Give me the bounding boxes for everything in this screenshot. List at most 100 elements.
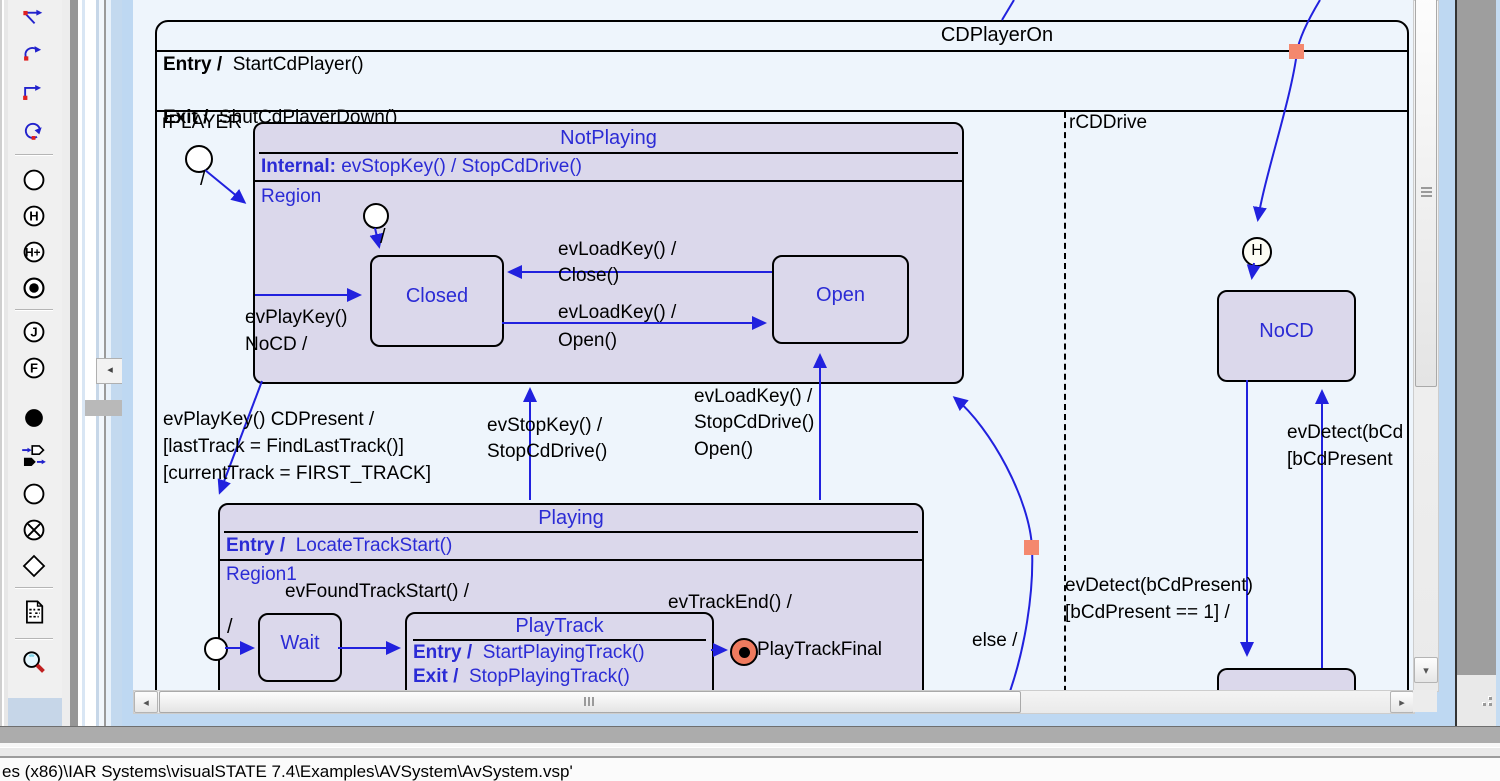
horizontal-scroll-thumb[interactable]: [159, 691, 1021, 713]
transition-tool-icon[interactable]: [16, 5, 52, 37]
entry-keyword: Entry /: [226, 535, 286, 556]
state-nocd[interactable]: NoCD: [1217, 290, 1356, 382]
toolbar-separator: [15, 638, 53, 640]
transition-label[interactable]: evLoadKey() /: [694, 386, 813, 407]
transition-label[interactable]: evDetect(bCdPresent): [1065, 575, 1253, 596]
transition-label[interactable]: Open(): [558, 330, 618, 351]
initial-state-tool-icon[interactable]: [16, 164, 52, 196]
terminate-state-tool-icon[interactable]: [16, 514, 52, 546]
orthogonal-transition-tool-icon[interactable]: [16, 79, 52, 111]
state-title: NoCD: [1259, 320, 1314, 342]
state-closed[interactable]: Closed: [370, 255, 504, 347]
note-tool-icon[interactable]: [16, 596, 52, 628]
shallow-history-tool-icon[interactable]: H: [16, 200, 52, 232]
transition-label[interactable]: evLoadKey() /: [558, 239, 677, 260]
transition-label[interactable]: [currentTrack = FIRST_TRACK]: [163, 463, 431, 484]
initial-state-rplayer[interactable]: [185, 145, 213, 173]
state-clipped-bottom[interactable]: [1217, 668, 1356, 690]
scrollbar-corner: [1413, 690, 1437, 712]
transition-label[interactable]: Close(): [558, 265, 620, 286]
toolbar-separator: [15, 587, 53, 589]
transition-label[interactable]: evLoadKey() /: [558, 302, 677, 323]
junction-tool-icon[interactable]: J: [16, 316, 52, 348]
internal-action-line: Internal: evStopKey() / StopCdDrive(): [255, 154, 962, 180]
state-title: Wait: [280, 632, 320, 654]
right-window-edge: [1496, 0, 1500, 726]
transition-top-stub[interactable]: [1001, 0, 1015, 21]
vertical-scroll-thumb[interactable]: [1415, 0, 1437, 387]
region-label-rplayer[interactable]: rPLAYER: [162, 112, 242, 133]
region-divider: [1064, 112, 1066, 690]
state-title: Playing: [538, 507, 604, 529]
transition-label[interactable]: [bCdPresent == 1] /: [1065, 602, 1230, 623]
transition-label[interactable]: evFoundTrackStart() /: [285, 581, 470, 602]
transition-label[interactable]: evPlayKey() CDPresent /: [163, 409, 375, 430]
scroll-left-button[interactable]: ◂: [134, 691, 158, 713]
svg-text:J: J: [30, 325, 37, 340]
final-state-label[interactable]: PlayTrackFinal: [757, 639, 882, 660]
separator-band: [0, 743, 1500, 747]
history-state[interactable]: H: [1242, 237, 1272, 267]
transition-label[interactable]: [lastTrack = FindLastTrack()]: [163, 436, 404, 457]
scroll-down-button[interactable]: ▾: [1414, 657, 1438, 683]
self-transition-tool-icon[interactable]: [16, 116, 52, 148]
transition-label[interactable]: evPlayKey(): [245, 307, 348, 328]
region-label[interactable]: Region1: [226, 564, 297, 585]
region-label[interactable]: Region: [261, 186, 322, 207]
initial-transition-label[interactable]: /: [380, 226, 386, 248]
compartment-separator: [157, 110, 1407, 112]
state-wait[interactable]: Wait: [258, 613, 342, 682]
final-state-playtrackfinal[interactable]: [730, 638, 758, 666]
choice-tool-icon[interactable]: [16, 550, 52, 582]
deep-history-tool-icon[interactable]: H+: [16, 236, 52, 268]
transition-label[interactable]: [bCdPresent: [1287, 449, 1393, 470]
statechart-canvas[interactable]: CDPlayerOn Entry / StartCdPlayer() Exit …: [133, 0, 1413, 690]
transition-label[interactable]: Open(): [694, 439, 754, 460]
initial-transition-label[interactable]: /: [200, 168, 206, 190]
svg-text:F: F: [30, 361, 38, 376]
vertical-scrollbar[interactable]: ▾: [1413, 0, 1439, 692]
entry-action-line: Entry / StartPlayingTrack(): [407, 641, 712, 666]
initial-transition-label[interactable]: /: [227, 616, 233, 638]
transition-label[interactable]: evStopKey() /: [487, 415, 603, 436]
state-title: CDPlayerOn: [940, 24, 1054, 46]
entry-action: StartPlayingTrack(): [482, 642, 645, 663]
toolbar-separator: [15, 309, 53, 311]
final-state-tool-icon[interactable]: [16, 272, 52, 304]
toolbar-footer-block: [8, 698, 62, 726]
transition-label[interactable]: else /: [972, 630, 1018, 651]
horizontal-scrollbar[interactable]: ◂ ▸: [133, 690, 1415, 714]
background-window-scroll-left-button[interactable]: ◂: [96, 358, 124, 384]
entry-exit-points-tool-icon[interactable]: [16, 440, 52, 472]
transition-label[interactable]: StopCdDrive(): [694, 412, 815, 433]
toolbar-separator: [15, 154, 53, 156]
entry-action-line: Entry / LocateTrackStart(): [220, 533, 922, 559]
f-connector-tool-icon[interactable]: F: [16, 352, 52, 384]
state-title: NotPlaying: [560, 127, 657, 149]
transition-label[interactable]: StopCdDrive(): [487, 441, 608, 462]
curved-transition-tool-icon[interactable]: [16, 42, 52, 74]
initial-state-region1[interactable]: [204, 637, 228, 661]
separator-band: [0, 747, 1500, 757]
mdi-background-gap: [62, 0, 78, 740]
transition-label[interactable]: evTrackEnd() /: [668, 592, 792, 613]
compartment-separator: [413, 639, 706, 641]
region-label-rcddrive[interactable]: rCDDrive: [1069, 112, 1148, 133]
state-title: PlayTrack: [515, 615, 604, 637]
state-playtrack[interactable]: PlayTrack Entry / StartPlayingTrack() Ex…: [405, 612, 714, 690]
diagram-editor-window: CDPlayerOn Entry / StartCdPlayer() Exit …: [122, 0, 1455, 726]
resize-grip[interactable]: [1478, 692, 1492, 706]
internal-keyword: Internal:: [261, 156, 336, 177]
background-window-scrollbar-track: [85, 400, 122, 416]
entry-action-line: Entry / StartCdPlayer(): [157, 52, 1407, 78]
zoom-tool-icon[interactable]: [16, 646, 52, 678]
connector-tool-icon[interactable]: [16, 478, 52, 510]
internal-action: evStopKey() / StopCdDrive(): [335, 156, 582, 177]
transition-label[interactable]: evDetect(bCd: [1287, 422, 1404, 443]
transition-label[interactable]: NoCD /: [245, 334, 308, 355]
state-open[interactable]: Open: [772, 255, 909, 344]
thumb-grip: [584, 697, 596, 706]
scroll-right-button[interactable]: ▸: [1390, 691, 1414, 713]
junction-state-tool-icon[interactable]: [16, 402, 52, 434]
thumb-grip: [1421, 185, 1432, 197]
